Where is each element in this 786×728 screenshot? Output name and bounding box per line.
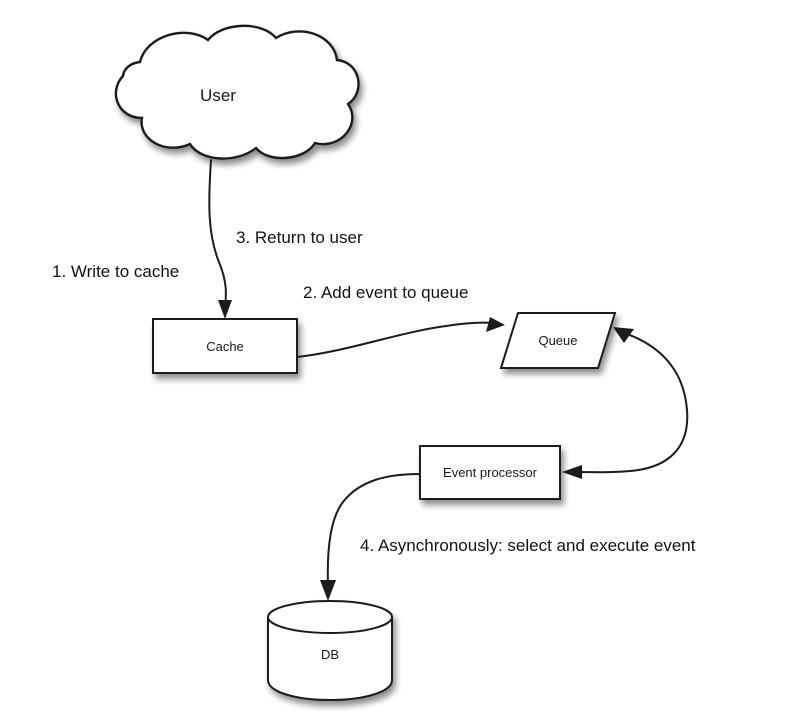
edge-queue-event-processor[interactable] xyxy=(562,327,689,479)
edge-event-processor-arrowhead xyxy=(562,465,582,479)
edge-event-processor-to-db[interactable] xyxy=(320,473,421,601)
node-event-processor[interactable]: Event processor xyxy=(419,445,561,500)
edge-queue-arrowhead xyxy=(613,327,634,343)
edge-cache-to-queue[interactable] xyxy=(296,317,505,358)
queue-shape xyxy=(499,312,617,369)
node-queue[interactable]: Queue xyxy=(499,312,617,369)
event-processor-shape xyxy=(419,445,561,500)
edge-event-processor-to-db-line xyxy=(326,473,421,586)
node-db-label: DB xyxy=(321,647,339,662)
cache-shape xyxy=(152,318,298,374)
edge-user-to-cache[interactable] xyxy=(208,159,232,319)
edge-event-processor-to-db-arrowhead xyxy=(320,580,336,601)
step-label-2: 2. Add event to queue xyxy=(303,283,468,302)
edge-user-to-cache-line xyxy=(208,159,227,309)
node-queue-label: Queue xyxy=(538,333,577,348)
step-label-3: 3. Return to user xyxy=(236,228,363,247)
node-event-processor-label: Event processor xyxy=(443,465,538,480)
node-cache[interactable]: Cache xyxy=(152,318,298,374)
edge-cache-to-queue-arrowhead xyxy=(486,317,505,332)
node-user-label: User xyxy=(200,86,236,105)
step-label-4: 4. Asynchronously: select and execute ev… xyxy=(360,536,696,555)
node-user[interactable]: User xyxy=(114,24,360,160)
node-db[interactable]: DB xyxy=(267,600,393,702)
edge-cache-to-queue-line xyxy=(296,321,493,358)
edge-queue-event-processor-line xyxy=(579,333,689,474)
step-label-1: 1. Write to cache xyxy=(52,262,179,281)
edge-user-to-cache-arrowhead xyxy=(218,300,232,319)
node-cache-label: Cache xyxy=(206,339,244,354)
db-body-shape xyxy=(267,616,393,702)
db-top-ellipse xyxy=(267,600,393,634)
cloud-shape xyxy=(114,24,360,160)
